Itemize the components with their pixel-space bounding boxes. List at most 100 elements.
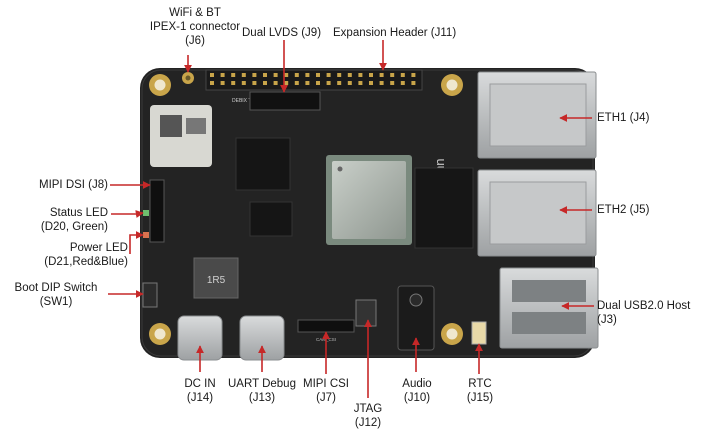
label-boot-dip-line2: (SW1) [39,296,73,308]
header-pin [305,81,310,85]
eth2-jack [477,169,597,257]
boot-dip-switch [142,282,158,308]
pointer-lines [108,40,594,398]
label-dc-in-line2: (J14) [186,392,214,404]
label-status-led-line1: Status LED [49,207,108,219]
header-pin [252,73,257,77]
header-pin [241,81,246,85]
header-pin [390,73,395,77]
emmc-chip [414,167,474,249]
label-boot-dip: Boot DIP Switch (SW1) [6,281,106,309]
label-wifi-line1: WiFi & BT [169,7,221,19]
label-jtag-line2: (J12) [354,417,382,429]
pointer-status-led [111,210,144,218]
label-audio-line2: (J10) [403,392,431,404]
label-usb: Dual USB2.0 Host (J3) [597,299,690,327]
label-wifi-line3: (J6) [185,35,205,47]
wifi-module [150,105,212,167]
header-pin [316,81,320,85]
header-pin [369,81,373,85]
mipi-dsi-connector [149,179,165,243]
label-boot-dip-line1: Boot DIP Switch [14,282,98,294]
header-pin [347,73,352,77]
eth1-jack [477,71,597,159]
header-pin [273,73,278,77]
header-pin [305,73,310,77]
header-pin [358,81,363,85]
label-eth1: ETH1 (J4) [597,112,650,124]
header-pin [411,73,416,77]
header-pin [263,81,267,85]
mipi-csi-connector [297,319,355,333]
label-jtag: JTAG (J12) [342,402,394,430]
header-pin [379,73,384,77]
label-mipi-csi-line1: MIPI CSI [302,378,349,390]
label-wifi-line2: IPEX-1 connector [149,21,241,33]
rtc-connector [471,321,487,345]
memory-chip-2 [249,201,293,237]
header-pin [347,81,352,85]
header-pin [210,73,214,77]
label-power-led-line1: Power LED [69,242,128,254]
label-eth2: ETH2 (J5) [597,204,650,216]
header-pin [411,81,416,85]
expansion-header [205,69,423,91]
mounting-holes [149,74,463,345]
header-pin [326,81,331,85]
header-pin [263,73,267,77]
soc-processor [326,155,412,245]
usb-host-port [499,267,599,349]
jtag-header [355,299,377,327]
header-pin [294,81,299,85]
power-inductor [193,257,239,299]
label-rtc-line1: RTC [468,378,492,390]
wifi-ipex-connector [182,72,194,84]
pointer-power-led [129,231,144,254]
header-pin [400,81,405,85]
label-lvds: Dual LVDS (J9) [242,27,322,39]
status-led [143,210,149,216]
label-mipi-csi-line2: (J7) [316,392,336,404]
label-mipi-dsi: MIPI DSI (J8) [38,179,108,191]
header-pin [390,81,395,85]
header-pin [220,81,225,85]
lvds-connector [249,91,321,111]
label-wifi: WiFi & BT IPEX-1 connector (J6) [148,6,242,48]
header-pin [284,81,289,85]
header-pin [379,81,384,85]
label-power-led: Power LED (D21,Red&Blue) [6,241,128,269]
label-rtc-line2: (J15) [466,392,494,404]
label-dc-in-line1: DC IN [184,378,216,390]
label-rtc: RTC (J15) [455,377,505,405]
header-pin [326,73,331,77]
label-uart-line1: UART Debug [228,378,296,390]
label-uart-line2: (J13) [248,392,276,404]
header-pin [358,73,363,77]
header-pin [273,81,278,85]
header-pin [220,73,225,77]
header-pin [400,73,405,77]
power-led [143,232,149,238]
header-pin [241,73,246,77]
header-pin [337,81,342,85]
header-pin [369,73,373,77]
label-status-led-line2: (D20, Green) [40,221,108,233]
label-dc-in: DC IN (J14) [170,377,230,405]
header-pin [337,73,342,77]
label-usb-line2: (J3) [597,314,617,326]
label-power-led-line2: (D21,Red&Blue) [44,256,128,268]
header-pin [294,73,299,77]
header-pin [252,81,257,85]
label-uart: UART Debug (J13) [222,377,302,405]
header-pin [231,81,236,85]
label-audio: Audio (J10) [392,377,442,405]
header-pin [316,73,320,77]
memory-chip-1 [235,137,291,191]
label-usb-line1: Dual USB2.0 Host [597,300,691,312]
header-pin [231,73,236,77]
label-mipi-csi: MIPI CSI (J7) [296,377,356,405]
label-audio-line1: Audio [402,378,432,390]
label-jtag-line1: JTAG [353,403,383,415]
